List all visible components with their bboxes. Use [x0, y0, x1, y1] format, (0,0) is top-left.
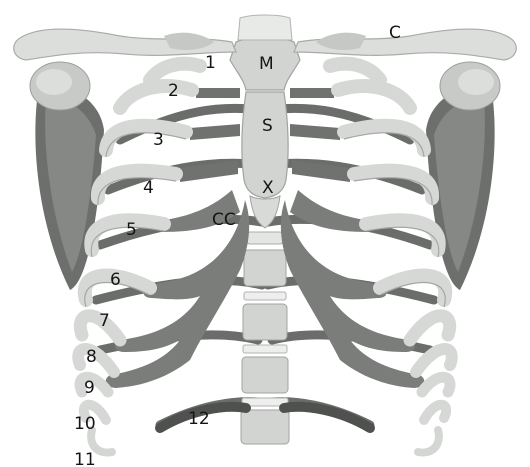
shoulder-right	[440, 62, 500, 110]
label-rib-9: 9	[84, 378, 95, 398]
label-xiphoid: X	[262, 178, 274, 198]
label-rib-6: 6	[110, 270, 121, 290]
label-clavicle: C	[389, 23, 401, 43]
label-rib-11: 11	[74, 450, 96, 467]
label-rib-12: 12	[188, 409, 210, 429]
label-rib-1: 1	[205, 53, 216, 73]
label-rib-5: 5	[126, 220, 137, 240]
shoulder-left	[30, 62, 90, 110]
label-rib-10: 10	[74, 414, 96, 434]
label-rib-3: 3	[153, 130, 164, 150]
label-rib-2: 2	[168, 81, 179, 101]
label-rib-4: 4	[143, 178, 154, 198]
label-sternum-body: S	[262, 116, 273, 136]
label-rib-7: 7	[99, 311, 110, 331]
label-manubrium: M	[259, 54, 274, 74]
label-rib-8: 8	[86, 347, 97, 367]
label-costal-cartilage: CC	[212, 210, 236, 230]
